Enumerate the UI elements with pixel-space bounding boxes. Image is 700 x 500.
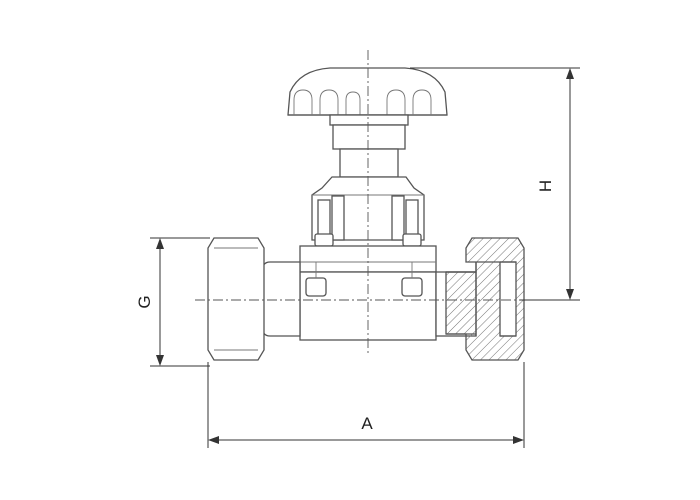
left-threaded-end	[207, 237, 301, 361]
dimension-g	[150, 237, 210, 367]
dimension-a	[207, 362, 525, 448]
dimension-g-label: G	[135, 295, 154, 308]
stem-hub	[329, 114, 409, 178]
dimension-a-label: A	[361, 414, 373, 433]
handwheel	[287, 67, 448, 116]
dimension-h-label: H	[536, 180, 555, 192]
right-union-nut	[435, 237, 525, 361]
dimension-h	[410, 67, 580, 301]
